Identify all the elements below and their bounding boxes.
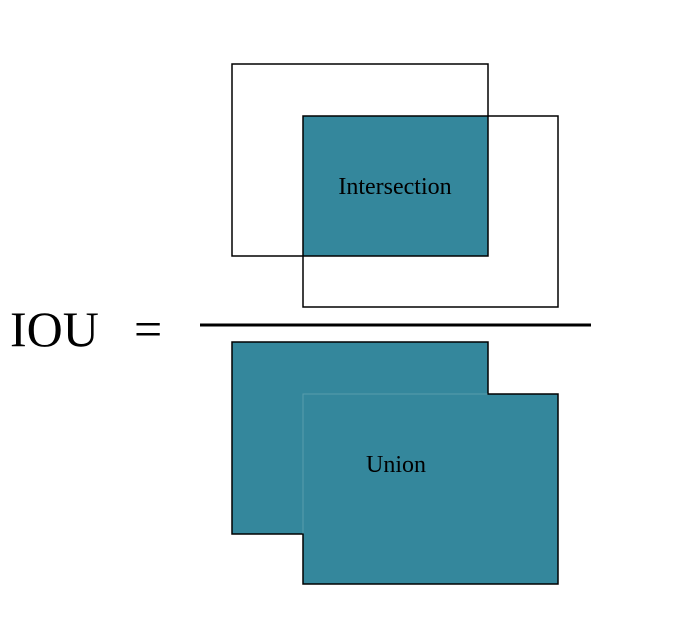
box-b-outline <box>302 115 559 308</box>
intersection-region <box>303 116 488 256</box>
union-inner-edge <box>302 393 488 534</box>
box-a-outline <box>231 63 489 257</box>
denominator-group: Union <box>231 341 559 585</box>
union-region <box>231 341 559 585</box>
iou-label: IOU <box>10 301 99 357</box>
equals-sign: = <box>134 301 162 357</box>
numerator-group: Intersection <box>231 63 559 308</box>
union-label: Union <box>366 452 426 478</box>
intersection-label: Intersection <box>338 174 451 200</box>
